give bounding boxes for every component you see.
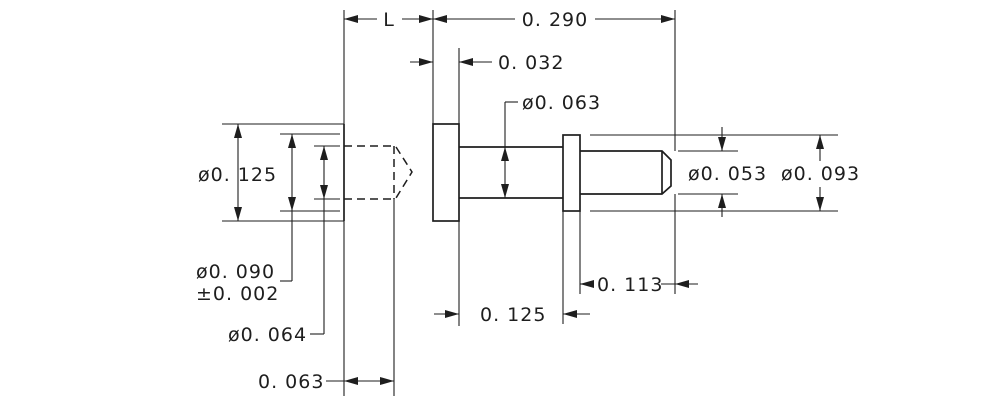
dimension-hole-depth-label: 0. 063 [258,371,324,393]
dimension-overall-length-label: 0. 290 [522,9,588,31]
dimension-head-diameter: ø0. 125 [198,124,277,221]
dimension-tip-diameter: ø0. 053 [688,127,767,217]
dimension-drill-diameter-label: ø0. 064 [228,324,307,346]
dimension-drill-diameter: ø0. 064 [228,146,328,346]
dimension-collar-diameter: ø0. 093 [781,135,860,211]
pin-outline [343,123,672,222]
dimension-shank-length-label: 0. 125 [480,304,546,326]
collar [562,134,581,212]
dimension-tip-length: 0. 113 [580,274,698,296]
hidden-bore [344,145,413,200]
dimension-shank-length: 0. 125 [434,304,590,326]
dimension-head-thickness-label: 0. 032 [498,52,564,74]
dimension-overall-length: 0. 290 [433,9,675,31]
dimension-shank-diameter: ø0. 063 [501,92,601,198]
dimension-head-diameter-label: ø0. 125 [198,164,277,186]
dimension-collar-diameter-label: ø0. 093 [781,163,860,185]
dimension-tip-diameter-label: ø0. 053 [688,163,767,185]
head-flange [432,123,460,222]
dimension-length-l: L [344,9,433,31]
dimension-hole-diameter-label: ø0. 090 [196,261,275,283]
dimension-head-thickness: 0. 032 [410,52,564,74]
dimension-shank-diameter-label: ø0. 063 [522,92,601,114]
dimension-hole-tolerance-label: ±0. 002 [196,283,279,305]
dimension-hole-depth: 0. 063 [258,371,394,393]
extension-lines [222,10,838,396]
dimension-length-l-label: L [383,9,395,31]
tip [580,150,672,195]
dimension-tip-length-label: 0. 113 [597,274,663,296]
dimension-hole-diameter: ø0. 090 ±0. 002 [196,134,296,305]
